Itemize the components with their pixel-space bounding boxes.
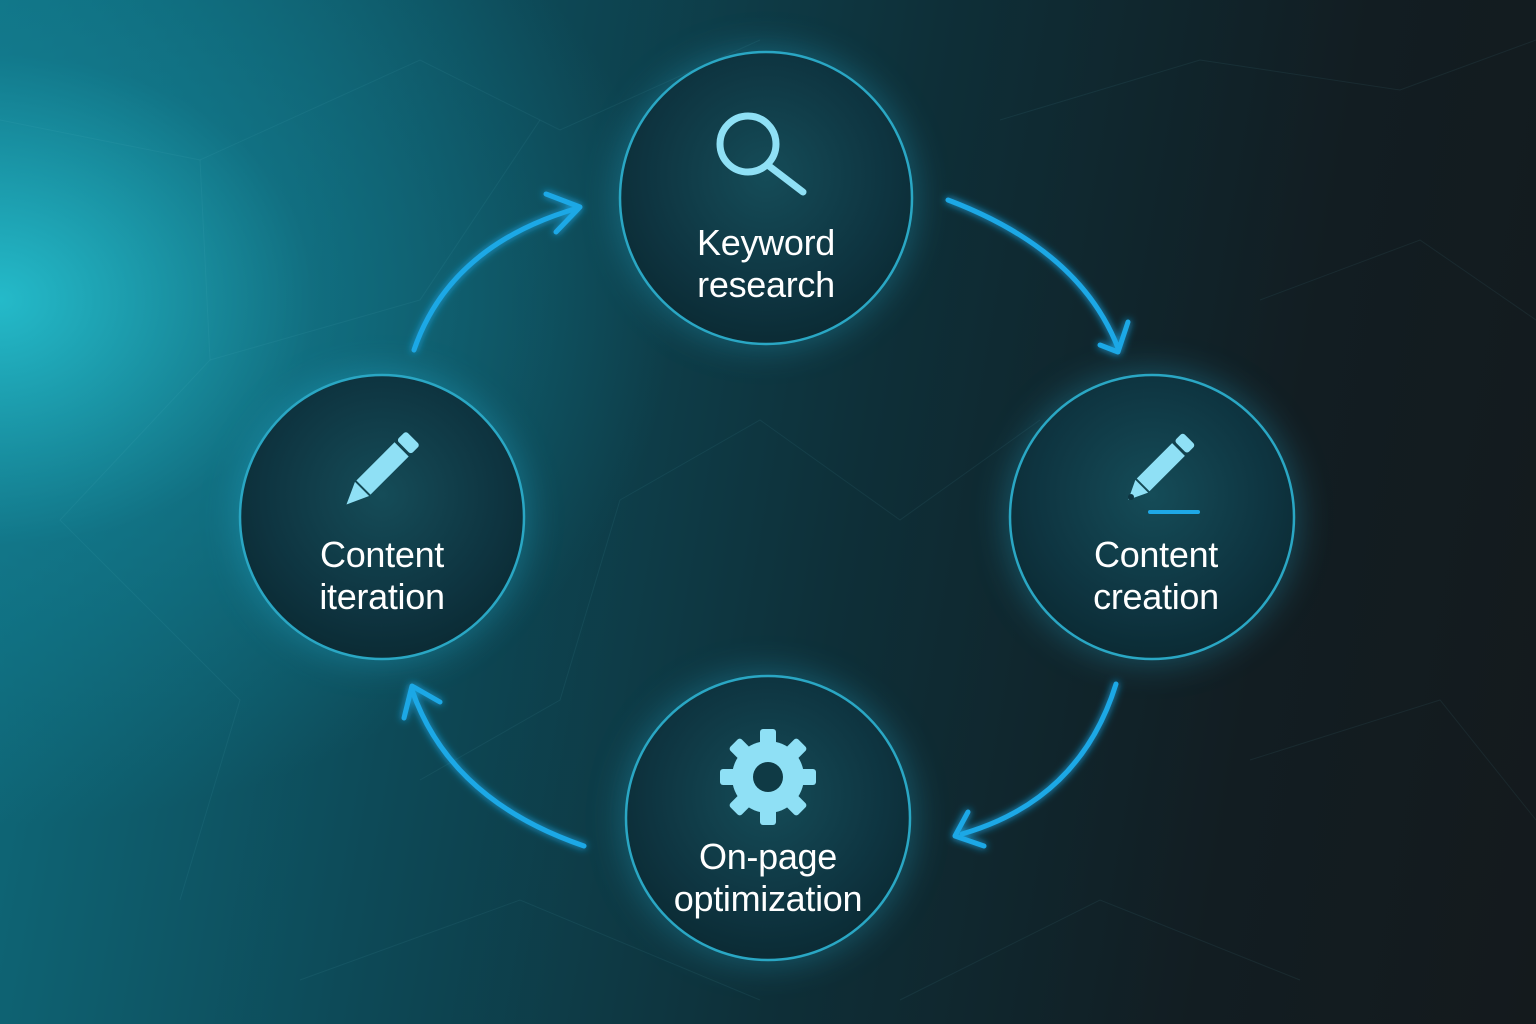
pencil-icon xyxy=(346,432,419,505)
label-line-1: Content xyxy=(1094,534,1218,575)
label-line-2: creation xyxy=(1093,576,1219,617)
background-network xyxy=(0,39,1536,1001)
node-content-iteration-circle[interactable] xyxy=(238,373,526,661)
label-line-2: research xyxy=(697,264,835,305)
arrow-optimization-to-iteration xyxy=(401,683,587,849)
cycle-arrows xyxy=(401,191,1131,849)
label-line-2: iteration xyxy=(319,576,445,617)
label-line-1: Keyword xyxy=(697,222,835,263)
label-line-2: optimization xyxy=(673,878,863,919)
pen-writing-icon xyxy=(1128,433,1200,514)
node-content-creation-label: Content creation xyxy=(1036,534,1276,618)
node-content-creation-circle[interactable] xyxy=(1008,373,1296,661)
gear-icon xyxy=(720,729,816,825)
node-content-iteration-label: Content iteration xyxy=(262,534,502,618)
label-line-1: On-page xyxy=(699,836,837,877)
node-keyword-research-label: Keyword research xyxy=(646,222,886,306)
arrow-creation-to-optimization xyxy=(952,681,1119,849)
search-icon xyxy=(716,112,807,196)
node-on-page-optimization-label: On-page optimization xyxy=(648,836,888,920)
node-keyword-research-circle[interactable] xyxy=(618,50,914,346)
arrow-keyword-to-creation xyxy=(945,197,1131,355)
label-line-1: Content xyxy=(320,534,444,575)
arrow-iteration-to-keyword xyxy=(411,191,583,353)
